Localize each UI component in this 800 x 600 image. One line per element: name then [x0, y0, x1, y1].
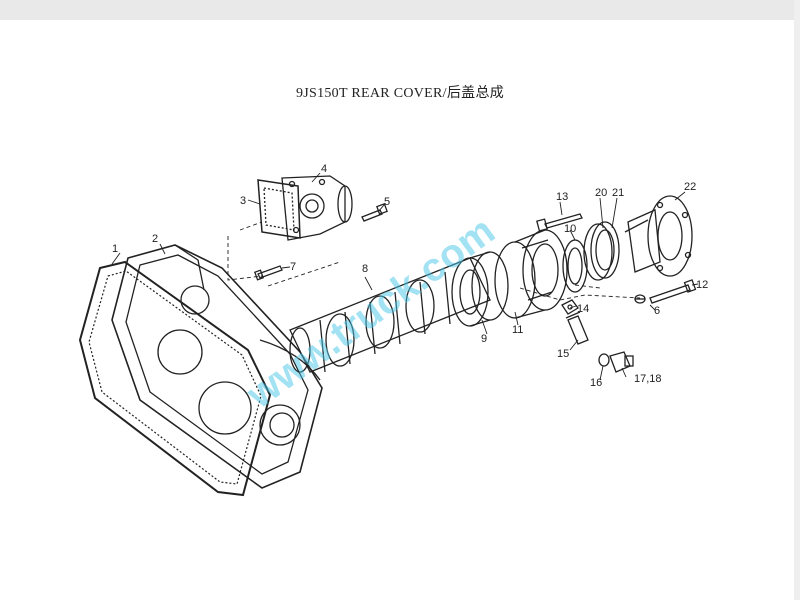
- callout-17-18: 17,18: [634, 373, 662, 385]
- watermark-text: www.truck.com: [238, 208, 503, 417]
- bolt-part-7: [253, 265, 283, 281]
- callout-16: 16: [590, 377, 602, 389]
- callout-3: 3: [240, 195, 246, 207]
- scan-top-border: [0, 0, 800, 20]
- flange-part-22: [624, 195, 693, 277]
- callout-1: 1: [112, 243, 118, 255]
- rear-cover-housing-part-2: [111, 244, 323, 489]
- callout-7: 7: [290, 261, 296, 273]
- diagram-title: 9JS150T REAR COVER/后盖总成: [295, 86, 505, 101]
- washer-part-6: [634, 294, 646, 304]
- sensor-part-16-18: [598, 351, 634, 373]
- bolt-part-5: [361, 203, 388, 222]
- bearing-part-11: [494, 229, 568, 319]
- callout-20: 20: [595, 187, 607, 199]
- bolt-part-12: [649, 279, 697, 304]
- callout-11: 11: [512, 324, 523, 336]
- callout-21: 21: [612, 187, 624, 199]
- gasket-part-1: [78, 260, 272, 497]
- callout-6: 6: [654, 305, 660, 317]
- bearing-part-9: [451, 251, 509, 327]
- callout-2: 2: [152, 233, 158, 245]
- callout-22: 22: [684, 181, 696, 193]
- leader-lines: [111, 172, 699, 381]
- callout-14: 14: [577, 303, 589, 315]
- callout-5: 5: [384, 196, 390, 208]
- bolt-part-13: [536, 213, 583, 232]
- seal-part-20-21: [583, 221, 620, 281]
- callout-9: 9: [481, 333, 487, 345]
- watermark: www.truck.com: [238, 208, 503, 417]
- nut-part-14: [561, 299, 579, 315]
- shaft-assembly: [289, 257, 491, 373]
- callout-4: 4: [321, 163, 327, 175]
- callout-15: 15: [557, 348, 569, 360]
- alignment-lines: [227, 221, 641, 301]
- callout-8: 8: [362, 263, 368, 275]
- tube-housing-part-4: [281, 175, 353, 241]
- scan-right-edge: [794, 0, 800, 600]
- callout-labels: 1 2 3 4 5 6 7 8 9 10 11 12 13 14 15 16 1…: [112, 163, 708, 389]
- callout-13: 13: [556, 191, 568, 203]
- callout-10: 10: [564, 223, 576, 235]
- pin-part-15: [565, 311, 589, 345]
- callout-12: 12: [696, 279, 708, 291]
